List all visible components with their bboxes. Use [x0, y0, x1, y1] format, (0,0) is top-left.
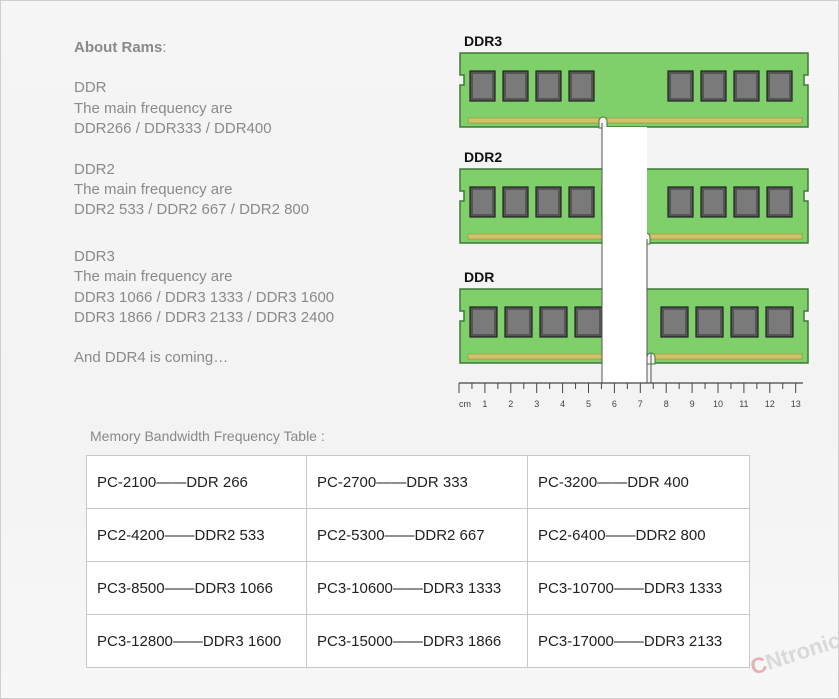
ddr2-freqs: DDR2 533 / DDR2 667 / DDR2 800 — [74, 201, 310, 219]
ddr-intro: The main frequency are — [74, 99, 233, 117]
table-cell: PC3-10600——DDR3 1333 — [306, 561, 528, 615]
chip-face — [704, 190, 723, 214]
chip-face — [664, 310, 685, 334]
chip-face — [539, 74, 558, 98]
ruler-tick-label: 8 — [664, 399, 669, 409]
ddr2-name: DDR2 — [74, 160, 115, 178]
chip-face — [699, 310, 720, 334]
chip-face — [473, 74, 492, 98]
ruler-tick-label: 10 — [713, 399, 723, 409]
chip-face — [734, 310, 755, 334]
ruler-tick-label: 11 — [739, 399, 748, 409]
chip-face — [671, 190, 690, 214]
ddr2-intro: The main frequency are — [74, 181, 233, 199]
table-cell: PC3-12800——DDR3 1600 — [86, 614, 307, 668]
chip-face — [737, 190, 756, 214]
ddr3-ram-stick — [459, 52, 809, 129]
table-cell: PC-2700——DDR 333 — [306, 455, 528, 509]
ruler-tick-label: 12 — [765, 399, 775, 409]
chip-face — [769, 310, 790, 334]
ddr3-freqs-2: DDR3 1866 / DDR3 2133 / DDR3 2400 — [74, 309, 335, 327]
chip-face — [543, 310, 564, 334]
ddr3-name: DDR3 — [74, 247, 115, 265]
notch-guide-lines — [601, 123, 652, 383]
chip-face — [572, 74, 591, 98]
ddr3-freqs-1: DDR3 1066 / DDR3 1333 / DDR3 1600 — [74, 288, 335, 306]
ddr-stick-label: DDR — [464, 269, 495, 285]
table-cell: PC2-4200——DDR2 533 — [86, 508, 307, 562]
chip-face — [578, 310, 599, 334]
ruler-tick-label: 5 — [586, 399, 591, 409]
chip-face — [508, 310, 529, 334]
key-notch — [598, 116, 608, 129]
ruler-tick-label: 1 — [482, 399, 487, 409]
chip-face — [539, 190, 558, 214]
ruler-tick-label: 6 — [612, 399, 617, 409]
chip-face — [572, 190, 591, 214]
gold-contacts — [467, 117, 803, 124]
ddr2-stick-label: DDR2 — [464, 149, 503, 165]
ruler-tick-label: 9 — [690, 399, 695, 409]
ddr-freqs: DDR266 / DDR333 / DDR400 — [74, 120, 272, 138]
about-heading: About Rams — [74, 39, 163, 56]
ruler-unit-label: cm — [459, 399, 471, 409]
table-cell: PC3-17000——DDR3 2133 — [527, 614, 750, 668]
table-title: Memory Bandwidth Frequency Table : — [90, 428, 325, 444]
chip-face — [506, 190, 525, 214]
table-cell: PC3-10700——DDR3 1333 — [527, 561, 750, 615]
table-cell: PC3-8500——DDR3 1066 — [86, 561, 307, 615]
cntronic-logo: CNtronic — [747, 627, 839, 680]
ruler-tick-label: 2 — [508, 399, 513, 409]
chip-face — [770, 190, 789, 214]
chip-face — [737, 74, 756, 98]
table-cell: PC-2100——DDR 266 — [86, 455, 307, 509]
ruler-tick-label: 4 — [560, 399, 565, 409]
chip-face — [473, 310, 494, 334]
chip-face — [704, 74, 723, 98]
about-rams-text: About Rams: DDR The main frequency are D… — [74, 38, 334, 369]
table-cell: PC2-5300——DDR2 667 — [306, 508, 528, 562]
chip-face — [473, 190, 492, 214]
ddr-name: DDR — [74, 79, 107, 97]
table-cell: PC-3200——DDR 400 — [527, 455, 750, 509]
table-cell: PC3-15000——DDR3 1866 — [306, 614, 528, 668]
ruler-tick-label: 13 — [791, 399, 801, 409]
chip-face — [671, 74, 690, 98]
chip-face — [506, 74, 525, 98]
table-cell: PC2-6400——DDR2 800 — [527, 508, 750, 562]
ddr3-intro: The main frequency are — [74, 268, 233, 286]
ddr3-stick-label: DDR3 — [464, 33, 503, 49]
ruler-tick-label: 3 — [534, 399, 539, 409]
ruler-tick-label: 7 — [638, 399, 643, 409]
chip-face — [770, 74, 789, 98]
ddr4-note: And DDR4 is coming… — [74, 349, 229, 367]
